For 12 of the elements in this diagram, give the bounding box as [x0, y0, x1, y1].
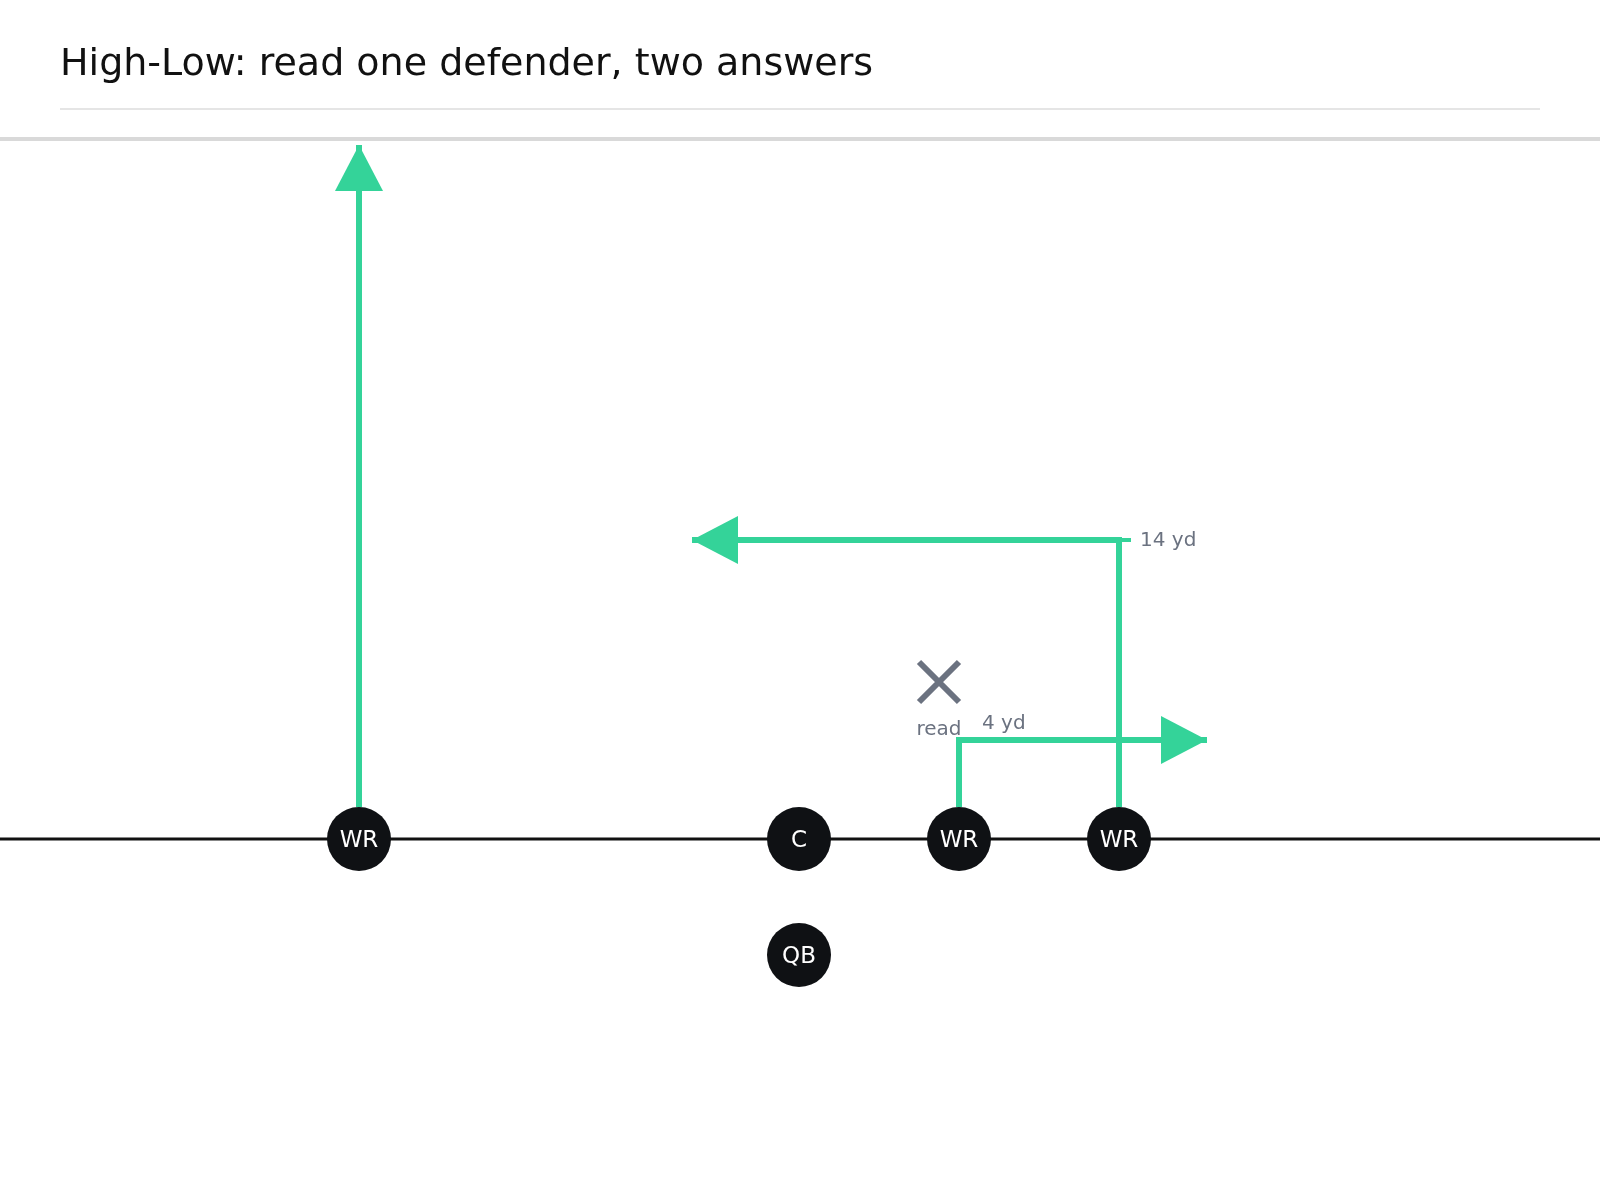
depth-label: 4 yd [982, 710, 1026, 734]
defender-label: read [915, 716, 963, 740]
route-arrow [692, 516, 1122, 807]
player-circle: WR [1087, 807, 1151, 871]
player-circle: WR [927, 807, 991, 871]
route-arrow [335, 145, 383, 807]
depth-label: 14 yd [1140, 527, 1197, 551]
route-arrow [956, 716, 1207, 807]
title: High-Low: read one defender, two answers [60, 40, 874, 84]
player-circle: QB [767, 923, 831, 987]
player-circle: C [767, 807, 831, 871]
player-circle: WR [327, 807, 391, 871]
